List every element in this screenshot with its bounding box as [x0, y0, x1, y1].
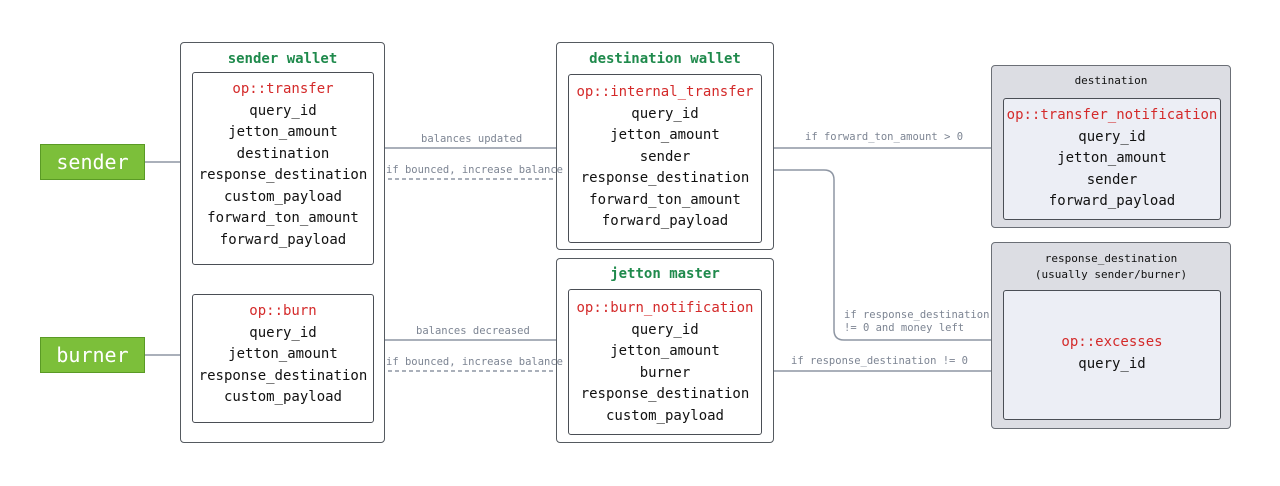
destination-title: destination: [1074, 74, 1148, 87]
label-excess-transfer-line2: != 0 and money left: [844, 322, 965, 334]
label-forward-ton: if forward_ton_amount > 0: [805, 131, 964, 143]
excesses-op: op::excesses: [1061, 334, 1163, 350]
internal-transfer-field: response_destination: [580, 170, 750, 186]
transfer-field: custom_payload: [223, 188, 342, 205]
response-destination-title-line2: (usually sender/burner): [1034, 268, 1188, 281]
burn-notification-field: query_id: [631, 321, 699, 338]
burn-notification-field: response_destination: [580, 386, 750, 402]
internal-transfer-op: op::internal_transfer: [576, 84, 754, 100]
excesses-message: op::excesses query_id: [1003, 290, 1221, 420]
label-balances-updated: balances updated: [421, 133, 523, 145]
label-excess-burn: if response_destination != 0: [791, 355, 969, 367]
sender-actor: sender: [40, 144, 145, 180]
internal-transfer-field: forward_payload: [601, 213, 729, 229]
internal-transfer-message: op::internal_transfer query_id jetton_am…: [568, 74, 762, 243]
destination-wallet-frame: destination wallet op::internal_transfer…: [556, 42, 774, 250]
sender-wallet-frame: sender wallet op::transfer query_id jett…: [180, 42, 385, 443]
response-destination-title-line1: response_destination: [1044, 252, 1178, 265]
excesses-field: query_id: [1078, 355, 1146, 372]
burn-field: custom_payload: [223, 389, 342, 405]
transfer-field: query_id: [249, 102, 317, 119]
burn-message: op::burn query_id jetton_amount response…: [192, 294, 374, 423]
transfer-field: response_destination: [198, 167, 368, 183]
transfer-field: jetton_amount: [228, 124, 338, 140]
transfer-field: destination: [236, 145, 330, 162]
transfer-notification-op: op::transfer_notification: [1006, 107, 1218, 123]
transfer-notification-field: forward_payload: [1048, 193, 1176, 209]
internal-transfer-field: forward_ton_amount: [589, 191, 741, 208]
sender-wallet-title: sender wallet: [227, 51, 338, 67]
internal-transfer-field: jetton_amount: [610, 127, 720, 143]
burn-op: op::burn: [249, 303, 317, 319]
response-destination-title: response_destination (usually sender/bur…: [992, 251, 1230, 283]
burn-notification-message: op::burn_notification query_id jetton_am…: [568, 289, 762, 435]
transfer-notification-field: query_id: [1078, 128, 1146, 145]
transfer-op: op::transfer: [232, 81, 334, 97]
label-bounced-burn: if bounced, increase balance: [386, 356, 564, 368]
transfer-field: forward_ton_amount: [207, 210, 359, 226]
response-destination-frame: response_destination (usually sender/bur…: [991, 242, 1231, 429]
burn-notification-field: custom_payload: [605, 407, 724, 424]
burn-notification-op: op::burn_notification: [576, 300, 754, 316]
burn-field: jetton_amount: [228, 346, 338, 362]
burner-actor: burner: [40, 337, 145, 373]
label-bounced-transfer: if bounced, increase balance: [386, 164, 564, 176]
internal-transfer-field: sender: [639, 148, 691, 165]
transfer-notification-field: sender: [1086, 171, 1138, 188]
jetton-master-title: jetton master: [610, 266, 720, 282]
burn-notification-field: jetton_amount: [610, 343, 720, 359]
destination-frame: destination op::transfer_notification qu…: [991, 65, 1231, 228]
jetton-master-frame: jetton master op::burn_notification quer…: [556, 258, 774, 443]
transfer-notification-field: jetton_amount: [1057, 150, 1167, 166]
transfer-message: op::transfer query_id jetton_amount dest…: [192, 72, 374, 265]
burn-field: query_id: [249, 324, 317, 341]
edge-excess-transfer: [761, 169, 1003, 345]
label-excess-transfer-line1: if response_destination: [844, 309, 990, 321]
burn-field: response_destination: [198, 367, 368, 384]
destination-wallet-title: destination wallet: [589, 51, 741, 67]
internal-transfer-field: query_id: [631, 105, 699, 122]
transfer-field: forward_payload: [219, 231, 347, 248]
label-balances-decreased: balances decreased: [416, 325, 530, 337]
burn-notification-field: burner: [639, 364, 691, 381]
transfer-notification-message: op::transfer_notification query_id jetto…: [1003, 98, 1221, 220]
